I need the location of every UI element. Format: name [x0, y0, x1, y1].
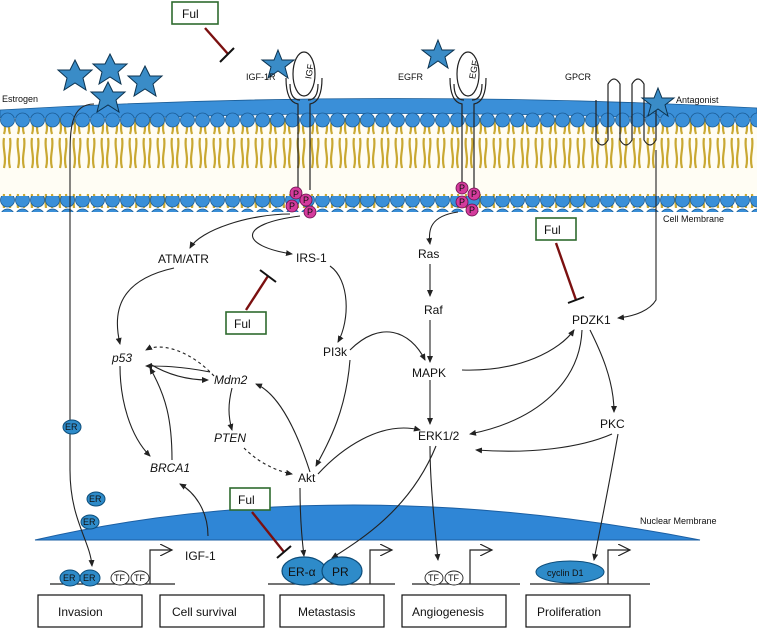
gpcr-label: GPCR [565, 72, 592, 82]
cell-membrane-label: Cell Membrane [663, 214, 724, 224]
antagonist-label: Antagonist [676, 95, 719, 105]
svg-text:ER: ER [89, 494, 102, 504]
estrogen-label: Estrogen [2, 94, 38, 104]
igf1-node: IGF-1 [185, 549, 216, 563]
outcome-boxes: Invasion Cell survival Metastasis Angiog… [37, 594, 631, 628]
estrogen-star-icon [126, 64, 164, 98]
outcome-metastasis: Metastasis [298, 605, 355, 619]
gene-proliferation: cyclin D1 [530, 550, 650, 585]
ful-box-top [171, 1, 219, 25]
outcome-cell-survival: Cell survival [172, 605, 237, 619]
outcome-box-cell-survival [159, 594, 265, 628]
ful-label-irs: Ful [234, 317, 251, 331]
svg-text:P: P [459, 183, 465, 193]
nuclear-membrane [34, 504, 701, 541]
nuclear-membrane-label: Nuclear Membrane [640, 516, 717, 526]
brca1-node: BRCA1 [150, 461, 190, 475]
egfr-phospho-sites: P P P P [455, 181, 481, 217]
svg-text:P: P [469, 205, 475, 215]
outcome-box-proliferation [525, 594, 631, 628]
ras-node: Ras [418, 247, 439, 261]
lipid-bilayer [0, 118, 757, 208]
egf-label: EGF [467, 59, 480, 79]
estrogen-to-nucleus-arrow [69, 103, 95, 567]
outcome-invasion: Invasion [58, 605, 103, 619]
estrogen-star-icon [89, 80, 127, 114]
akt-node: Akt [298, 471, 316, 485]
gene-metastasis: ER-α PR [268, 550, 395, 586]
er-alpha-label: ER-α [288, 565, 316, 579]
pathway-arrows [115, 150, 657, 561]
raf-node: Raf [424, 303, 443, 317]
svg-text:P: P [471, 189, 477, 199]
svg-text:ER: ER [83, 517, 96, 527]
svg-text:TF: TF [428, 573, 439, 583]
ful-label-top: Ful [182, 7, 199, 21]
svg-text:P: P [293, 189, 299, 199]
pkc-node: PKC [600, 417, 625, 431]
lipid-heads-inner [0, 196, 757, 212]
outcome-box-metastasis [279, 594, 385, 628]
igf1r-phospho-sites: P P P P [285, 186, 317, 219]
svg-text:TF: TF [134, 573, 145, 583]
ful-label-nuclear: Ful [238, 493, 255, 507]
pten-node: PTEN [214, 431, 246, 445]
antagonist-star-icon [640, 86, 676, 118]
cytoplasmic-er: ER ER ER [62, 419, 106, 530]
estrogen-star-icon [56, 58, 94, 92]
outcome-proliferation: Proliferation [537, 605, 601, 619]
igf-star-icon [260, 48, 296, 80]
outcome-angiogenesis: Angiogenesis [412, 605, 484, 619]
svg-text:ER: ER [83, 573, 96, 583]
ful-inhibition-line-nuclear [251, 511, 285, 553]
pdzk1-node: PDZK1 [572, 313, 611, 327]
irs1-node: IRS-1 [296, 251, 327, 265]
ful-box-pdzk1 [535, 217, 577, 241]
svg-text:P: P [307, 207, 313, 217]
igf1r-receptor: IGF [285, 51, 323, 190]
p53-node: p53 [111, 351, 132, 365]
estrogen-star-icon [91, 52, 129, 86]
svg-text:P: P [289, 201, 295, 211]
outcome-box-angiogenesis [401, 594, 507, 628]
igf-label: IGF [303, 63, 316, 80]
ful-inhibition-line-pdzk1 [554, 242, 578, 301]
svg-text:ER: ER [65, 422, 78, 432]
cell-membrane [0, 98, 757, 212]
estrogen-molecules [56, 52, 164, 114]
gpcr-receptor [595, 78, 657, 146]
cyclin-d1-label: cyclin D1 [547, 568, 584, 578]
ful-inhibition-line-irs [244, 275, 270, 311]
egfr-receptor: EGF [449, 51, 487, 190]
svg-text:TF: TF [114, 573, 125, 583]
svg-text:P: P [459, 197, 465, 207]
svg-text:TF: TF [448, 573, 459, 583]
egf-star-icon [420, 38, 456, 70]
erk12-node: ERK1/2 [418, 429, 460, 443]
pi3k-node: PI3k [323, 345, 348, 359]
svg-text:P: P [303, 195, 309, 205]
svg-text:ER: ER [63, 573, 76, 583]
egfr-label: EGFR [398, 72, 424, 82]
mdm2-node: Mdm2 [214, 373, 248, 387]
atm-atr-node: ATM/ATR [158, 252, 209, 266]
ful-label-pdzk1: Ful [544, 223, 561, 237]
gene-invasion: ER ER TF TF [50, 550, 175, 587]
pr-label: PR [332, 565, 349, 579]
lipid-heads-outer [0, 112, 757, 128]
ful-inhibition-line-top [204, 27, 229, 55]
igf1r-label: IGF-1R [246, 72, 276, 82]
ful-box-irs [225, 311, 267, 335]
mapk-node: MAPK [412, 366, 446, 380]
gene-angiogenesis: TF TF [412, 550, 520, 586]
ful-box-nuclear [229, 487, 271, 511]
outcome-box-invasion [37, 594, 143, 628]
